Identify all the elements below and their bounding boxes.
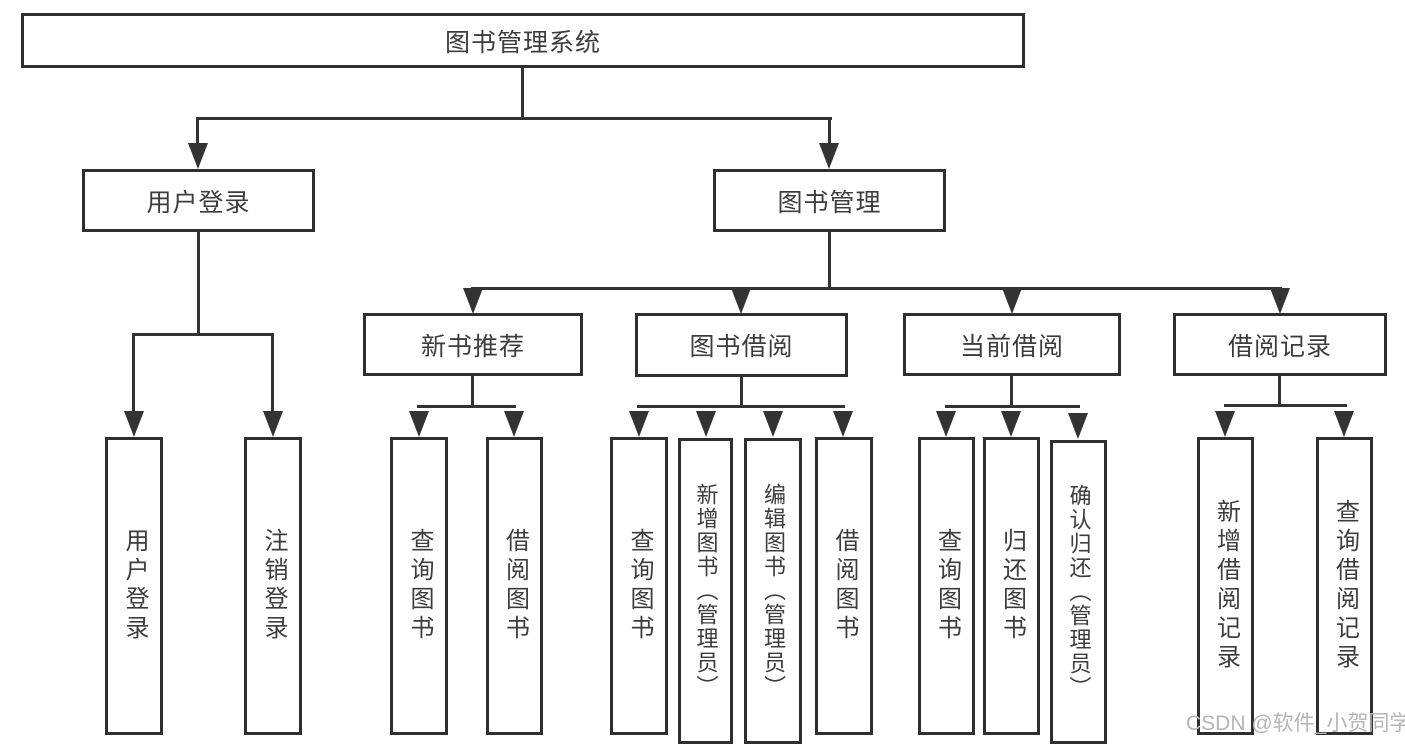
arrow-to-nbr-query: [409, 411, 429, 437]
arrow-to-leaf-user-login: [124, 411, 144, 437]
arrow-to-bb-query: [629, 411, 649, 437]
arrow-to-current-borrowing: [1002, 288, 1022, 314]
node-label: 用户登录: [121, 528, 148, 644]
node-label: 新增借阅记录: [1212, 499, 1240, 673]
node-label: 注销登录: [260, 528, 287, 644]
connector-root-horizontal: [196, 117, 832, 120]
node-current-borrowing: 当前借阅: [903, 313, 1121, 376]
arrow-to-book-management: [819, 143, 839, 169]
connector-userlogin-left-stub: [132, 335, 135, 413]
connector-userlogin-right-stub: [271, 335, 274, 413]
leaf-user-login: 用户登录: [105, 437, 163, 735]
node-library-management-system: 图书管理系统: [21, 13, 1025, 68]
node-book-borrowing: 图书借阅: [635, 313, 848, 377]
connector-userlogin-horizontal: [132, 333, 274, 336]
arrow-to-bb-add: [696, 411, 716, 437]
leaf-nbr-borrow-books: 借阅图书: [486, 437, 543, 735]
node-label: 借阅记录: [1227, 332, 1332, 361]
arrow-to-cb-query: [936, 411, 956, 437]
connector-root-vertical: [521, 68, 524, 120]
leaf-bb-edit-books-admin: 编辑图书（管理员）: [744, 438, 802, 744]
node-label: 归还图书: [998, 528, 1026, 644]
connector-root-left-stub: [196, 119, 199, 145]
connector-bookmgmt-vertical: [828, 232, 831, 289]
connector-nbr-vertical: [471, 376, 474, 407]
csdn-watermark: CSDN @软件_小贺同学: [1186, 712, 1405, 735]
node-label: 查询图书: [626, 528, 653, 644]
connector-userlogin-vertical: [197, 232, 200, 335]
arrow-to-br-add: [1215, 411, 1235, 437]
leaf-nbr-query-books: 查询图书: [390, 437, 448, 735]
node-label: 编辑图书（管理员）: [761, 483, 786, 699]
connector-root-right-stub: [828, 119, 831, 145]
node-borrowing-records: 借阅记录: [1173, 313, 1387, 376]
connector-br-vertical: [1278, 376, 1281, 406]
node-label: 借阅图书: [831, 528, 858, 644]
leaf-cb-confirm-return-admin: 确认归还（管理员）: [1050, 440, 1107, 744]
arrow-to-br-query: [1334, 411, 1354, 437]
node-label: 查询借阅记录: [1331, 499, 1359, 673]
arrow-to-borrowing-records: [1270, 288, 1290, 314]
node-label: 用户登录: [146, 188, 251, 217]
leaf-br-add-record: 新增借阅记录: [1197, 437, 1254, 735]
leaf-br-query-record: 查询借阅记录: [1316, 437, 1373, 735]
connector-br-horizontal: [1224, 404, 1347, 407]
connector-cb-vertical: [1010, 376, 1013, 407]
leaf-cb-query-books: 查询图书: [918, 437, 975, 735]
leaf-bb-add-books-admin: 新增图书（管理员）: [678, 438, 733, 744]
arrow-to-cb-return: [1001, 411, 1021, 437]
node-new-book-recommend: 新书推荐: [363, 313, 583, 376]
arrow-to-user-login: [188, 143, 208, 169]
node-label: 新增图书（管理员）: [693, 483, 719, 699]
arrow-to-bb-borrow: [833, 411, 853, 437]
arrow-to-bb-edit: [763, 411, 783, 437]
node-label: 查询图书: [406, 528, 433, 644]
arrow-to-leaf-logout: [263, 411, 283, 437]
connector-cb-horizontal: [945, 405, 1080, 408]
node-label: 图书借阅: [689, 333, 794, 361]
leaf-logout: 注销登录: [244, 437, 302, 735]
node-label: 当前借阅: [959, 332, 1064, 361]
leaf-bb-borrow-books: 借阅图书: [815, 437, 873, 735]
connector-bb-horizontal: [637, 405, 845, 408]
node-label: 新书推荐: [420, 332, 525, 361]
connector-bookmgmt-horizontal: [471, 287, 1282, 290]
connector-nbr-horizontal: [417, 405, 516, 408]
node-book-management: 图书管理: [713, 169, 946, 232]
node-label: 借阅图书: [501, 528, 529, 644]
leaf-bb-query-books: 查询图书: [610, 437, 668, 735]
node-label: 图书管理: [777, 188, 882, 217]
node-user-login: 用户登录: [82, 169, 315, 232]
arrow-to-new-book-recommend: [463, 288, 483, 314]
node-label: 图书管理系统: [444, 28, 601, 57]
arrow-to-nbr-borrow: [504, 411, 524, 437]
arrow-to-cb-confirm: [1068, 413, 1088, 439]
arrow-to-book-borrowing: [731, 288, 751, 314]
connector-bb-vertical: [740, 377, 743, 407]
node-label: 确认归还（管理员）: [1066, 484, 1092, 700]
node-label: 查询图书: [933, 528, 961, 644]
leaf-cb-return-books: 归还图书: [983, 437, 1040, 735]
